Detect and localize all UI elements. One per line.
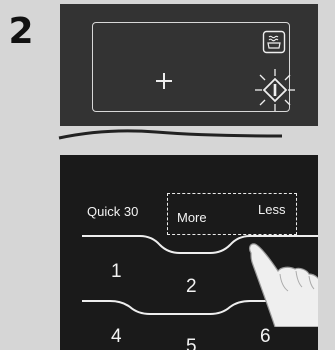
more-button[interactable]: More: [177, 210, 207, 225]
digit-5-button[interactable]: 5: [186, 336, 197, 350]
plus-icon[interactable]: [151, 68, 177, 94]
digit-4-button[interactable]: 4: [111, 326, 122, 348]
step-number: 2: [4, 14, 38, 50]
pointing-hand-icon: [245, 217, 318, 327]
oven-function-icon[interactable]: [262, 30, 286, 54]
start-key-icon[interactable]: [252, 68, 298, 112]
separator-swoosh: [56, 120, 286, 150]
control-panel-top: [60, 4, 318, 126]
digit-1-button[interactable]: 1: [111, 261, 122, 283]
quick-30-button[interactable]: Quick 30: [87, 204, 138, 219]
step-number-label: 2: [4, 14, 38, 50]
less-button[interactable]: Less: [258, 202, 285, 217]
digit-2-button[interactable]: 2: [186, 276, 197, 298]
digit-6-button[interactable]: 6: [260, 326, 271, 348]
control-panel-keypad: Quick 30 More Less 1 2 3 4 5 6: [60, 155, 318, 350]
